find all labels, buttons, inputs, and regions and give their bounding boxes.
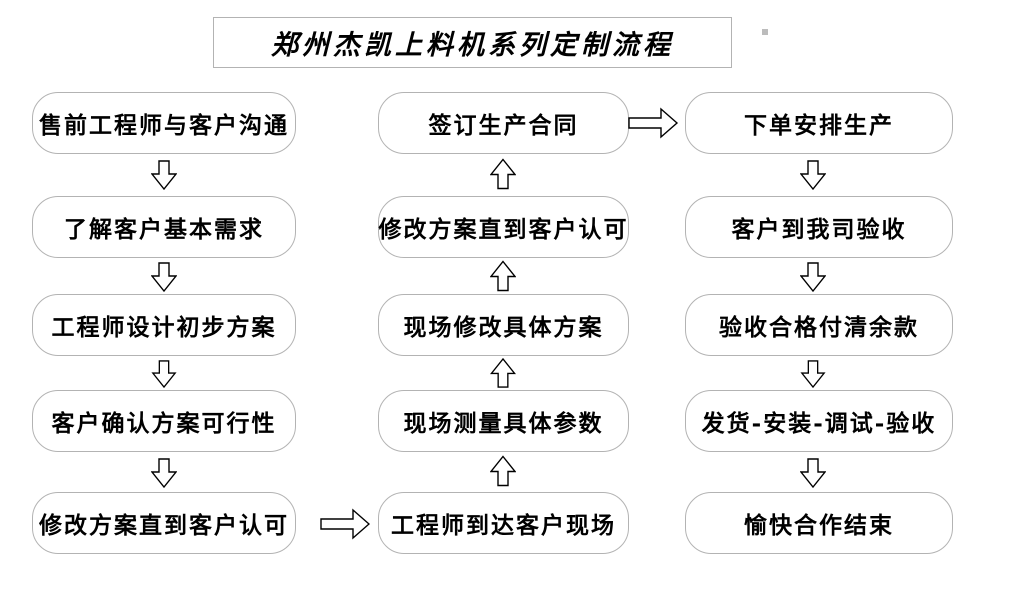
flow-step-onsite-measure-params: 现场测量具体参数 <box>378 390 629 452</box>
flow-step-customer-acceptance-visit: 客户到我司验收 <box>685 196 953 258</box>
flow-step-label: 签订生产合同 <box>428 112 579 139</box>
arrow-down-icon <box>800 160 826 190</box>
flow-step-label: 愉快合作结束 <box>744 512 894 539</box>
flow-step-confirm-feasibility: 客户确认方案可行性 <box>32 390 296 452</box>
flow-step-pay-remaining-balance: 验收合格付清余款 <box>685 294 953 356</box>
arrow-down-icon <box>151 360 177 388</box>
flow-step-label: 了解客户基本需求 <box>64 216 264 243</box>
flow-step-place-order-production: 下单安排生产 <box>685 92 953 154</box>
flow-step-label: 客户确认方案可行性 <box>51 410 277 437</box>
flow-step-revise-until-approved-onsite: 修改方案直到客户认可 <box>378 196 629 258</box>
flowchart-title-box: 郑州杰凯上料机系列定制流程 <box>213 17 732 68</box>
arrow-up-icon <box>490 455 516 487</box>
flow-step-label: 修改方案直到客户认可 <box>378 216 629 243</box>
arrow-down-icon <box>800 458 826 488</box>
arrow-down-icon <box>151 458 177 488</box>
flow-step-sign-contract: 签订生产合同 <box>378 92 629 154</box>
flow-step-onsite-modify-plan: 现场修改具体方案 <box>378 294 629 356</box>
flow-step-revise-until-approved: 修改方案直到客户认可 <box>32 492 296 554</box>
flow-step-label: 下单安排生产 <box>744 112 894 139</box>
flow-step-label: 客户到我司验收 <box>731 216 907 243</box>
flow-step-label: 工程师设计初步方案 <box>51 314 277 341</box>
arrow-right-icon <box>320 508 370 540</box>
arrow-right-icon <box>627 107 679 139</box>
flow-step-understand-needs: 了解客户基本需求 <box>32 196 296 258</box>
flow-step-initial-design: 工程师设计初步方案 <box>32 294 296 356</box>
page-title: 郑州杰凯上料机系列定制流程 <box>271 30 674 61</box>
flow-step-label: 现场修改具体方案 <box>403 314 604 341</box>
arrow-up-icon <box>490 158 516 190</box>
flow-step-label: 发货-安装-调试-验收 <box>701 410 937 437</box>
flow-step-label: 验收合格付清余款 <box>719 314 919 341</box>
arrow-up-icon <box>490 260 516 292</box>
flow-step-presales-communication: 售前工程师与客户沟通 <box>32 92 296 154</box>
flow-step-cooperation-end: 愉快合作结束 <box>685 492 953 554</box>
flow-step-label: 工程师到达客户现场 <box>391 512 616 539</box>
arrow-down-icon <box>151 262 177 292</box>
flow-step-label: 修改方案直到客户认可 <box>39 512 289 539</box>
flow-step-engineer-arrives-onsite: 工程师到达客户现场 <box>378 492 629 554</box>
arrow-down-icon <box>800 262 826 292</box>
stray-handle-dot <box>762 29 768 35</box>
arrow-up-icon <box>490 358 516 388</box>
flow-step-label: 售前工程师与客户沟通 <box>39 112 289 139</box>
arrow-down-icon <box>151 160 177 190</box>
arrow-down-icon <box>800 360 826 388</box>
flow-step-ship-install-debug-accept: 发货-安装-调试-验收 <box>685 390 953 452</box>
flow-step-label: 现场测量具体参数 <box>403 410 604 437</box>
